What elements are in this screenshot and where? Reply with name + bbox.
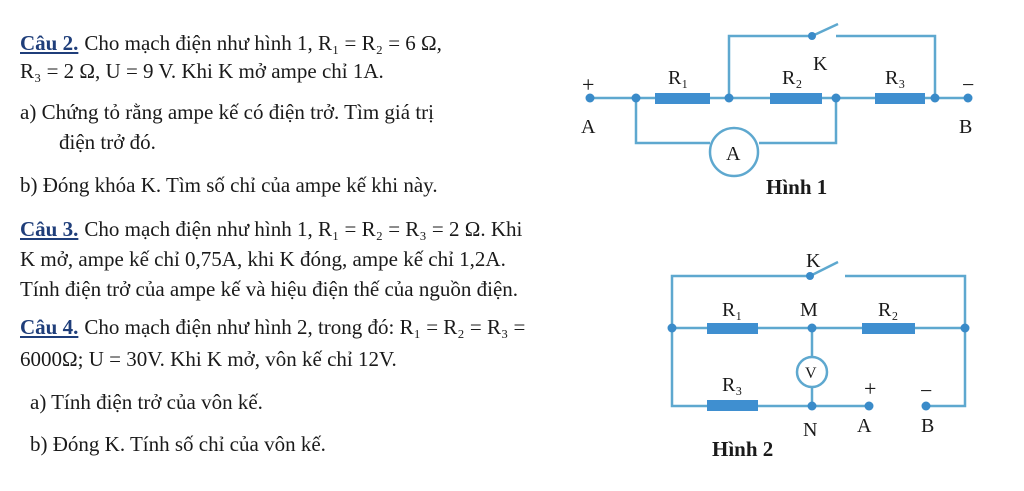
fig1-nodes xyxy=(585,32,973,103)
fig2-label-b: B xyxy=(921,415,934,437)
fig2-voltmeter-label: V xyxy=(805,365,817,382)
fig2-resistor-r1 xyxy=(707,323,758,334)
fig1-minus: − xyxy=(962,72,974,97)
fig1-resistor-r2 xyxy=(770,93,822,104)
fig2-minus: − xyxy=(920,378,932,403)
fig1-label-a: A xyxy=(581,116,596,138)
fig2-resistor-r2 xyxy=(862,323,915,334)
fig1-resistors xyxy=(655,93,925,104)
q2-text1: Cho mạch điện như hình 1, R₁ = R₂ = 6 Ω, xyxy=(84,31,442,55)
fig1-label-k: K xyxy=(813,53,828,75)
fig1-resistor-r1 xyxy=(655,93,710,104)
fig2-plus: + xyxy=(864,376,876,401)
fig2-voltmeter-icon xyxy=(795,355,829,389)
q2-line2: R₃ = 2 Ω, U = 9 V. Khi K mở ampe chỉ 1A. xyxy=(20,59,384,83)
q4-part-a: a) Tính điện trở của vôn kế. xyxy=(30,390,263,414)
q2-part-a-line2: điện trở đó. xyxy=(59,130,156,154)
fig1-plus: + xyxy=(582,72,594,97)
fig1-node xyxy=(631,93,641,103)
q3-line1: Câu 3.Cho mạch điện như hình 1, R₁ = R₂ … xyxy=(20,216,522,242)
fig1-label-r3: R₃ xyxy=(885,67,905,89)
q3-label: Câu 3. xyxy=(20,217,79,241)
fig1-resistor-r3 xyxy=(875,93,925,104)
fig2-label-k: K xyxy=(806,250,821,272)
fig2-node-n xyxy=(807,401,817,411)
fig2-resistor-r3 xyxy=(707,400,758,411)
fig1-ammeter-icon xyxy=(708,126,760,178)
fig2-label-n: N xyxy=(803,419,817,441)
fig1-label-r1: R₁ xyxy=(668,67,688,89)
q3-text1: Cho mạch điện như hình 1, R₁ = R₂ = R₃ =… xyxy=(84,217,523,241)
fig2-node-right xyxy=(960,323,970,333)
fig2-label-r1: R₁ xyxy=(722,299,742,321)
q4-line2: 6000Ω; U = 30V. Khi K mở, vôn kế chỉ 12V… xyxy=(20,347,397,371)
fig2-label-r2: R₂ xyxy=(878,299,898,321)
fig2-wires xyxy=(670,260,967,408)
fig2-node-left xyxy=(667,323,677,333)
fig1-node xyxy=(930,93,940,103)
q4-text1: Cho mạch điện như hình 2, trong đó: R₁ =… xyxy=(84,315,526,339)
q2-label: Câu 2. xyxy=(20,31,79,55)
fig2-label-m: M xyxy=(800,299,818,321)
fig1-ammeter-label: A xyxy=(726,143,741,165)
fig1-node xyxy=(831,93,841,103)
q3-line3: Tính điện trở của ampe kế và hiệu điện t… xyxy=(20,277,519,301)
q2-part-b: b) Đóng khóa K. Tìm số chỉ của ampe kế k… xyxy=(20,173,438,197)
q3-line2: K mở, ampe kế chỉ 0,75A, khi K đóng, amp… xyxy=(20,247,506,271)
q4-line1: Câu 4.Cho mạch điện như hình 2, trong đó… xyxy=(20,314,525,340)
fig2-nodes xyxy=(667,272,970,411)
q2-part-a-line1: a) Chứng tỏ rằng ampe kế có điện trở. Tì… xyxy=(20,100,434,124)
q2-line1: Câu 2.Cho mạch điện như hình 1, R₁ = R₂ … xyxy=(20,30,442,56)
fig1-node xyxy=(724,93,734,103)
q4-label: Câu 4. xyxy=(20,315,79,339)
fig1-node-a xyxy=(585,93,595,103)
fig2-resistors xyxy=(707,323,915,411)
fig1-node-b xyxy=(963,93,973,103)
fig2-label-a: A xyxy=(857,415,872,437)
fig1-label-b: B xyxy=(959,116,972,138)
q4-part-b: b) Đóng K. Tính số chỉ của vôn kế. xyxy=(30,432,326,456)
fig2-node-b xyxy=(921,401,931,411)
fig2-node-m xyxy=(807,323,817,333)
fig1-caption: Hình 1 xyxy=(766,175,827,199)
fig2-switch-pivot xyxy=(806,272,814,280)
fig1-switch-pivot xyxy=(808,32,816,40)
fig2-label-r3: R₃ xyxy=(722,374,742,396)
fig1-wires xyxy=(590,22,968,145)
fig2-node-a xyxy=(864,401,874,411)
fig1-label-r2: R₂ xyxy=(782,67,802,89)
fig2-caption: Hình 2 xyxy=(712,437,773,461)
